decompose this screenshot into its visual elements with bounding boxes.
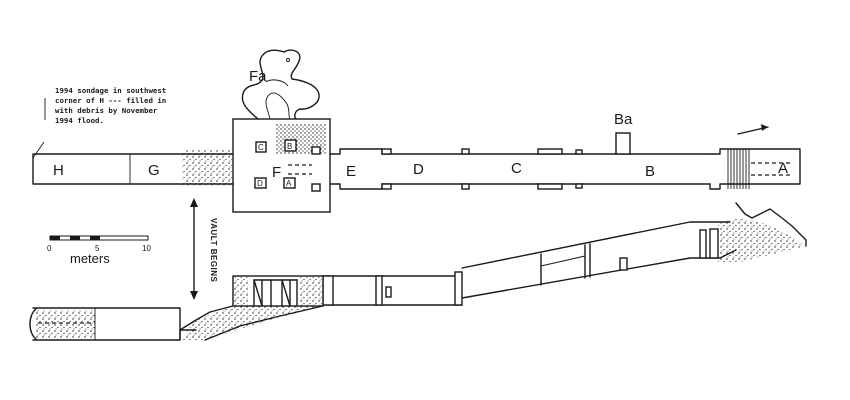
section-doorjamb-a-1 — [699, 229, 707, 259]
pillar-a — [283, 177, 296, 189]
scale-tick-5: 5 — [95, 244, 100, 253]
label-pillar-b: B — [287, 142, 292, 151]
section-niche-d — [385, 286, 392, 298]
scale-bar: 0 5 10 meters — [47, 235, 151, 266]
label-annex-ba: Ba — [614, 111, 633, 128]
section-pillars-f — [253, 279, 298, 307]
doorjamb-f-e-bottom — [311, 183, 321, 192]
scale-tick-0: 0 — [47, 244, 52, 253]
section-chamber-f-debris-2 — [300, 277, 322, 305]
label-pillar-d: D — [257, 179, 263, 188]
section-end-h — [29, 308, 37, 340]
section-corridor-a-b — [461, 221, 737, 299]
jamb-d-2b — [461, 183, 470, 190]
corridor-g-debris — [182, 150, 232, 186]
section-corridor-d-e — [322, 275, 463, 306]
plan-h-arrow — [32, 141, 45, 159]
section-doorjamb-a-2 — [709, 228, 719, 259]
label-chamber-f: F — [272, 164, 281, 181]
vault-begins-label: VAULT BEGINS — [209, 218, 218, 283]
section-jamb-d-1 — [322, 275, 334, 306]
svg-text:1994 sondage in southwest: 1994 sondage in southwest — [55, 86, 166, 95]
section-chamber-f-debris — [234, 277, 248, 305]
vault-begins-marker: VAULT BEGINS — [190, 198, 218, 300]
jamb-c-2b — [575, 183, 583, 189]
label-corridor-d: D — [413, 161, 424, 178]
corridor-d-c-b-outline — [381, 153, 711, 185]
svg-text:corner of H --- filled in: corner of H --- filled in — [55, 96, 166, 105]
jamb-d-2t — [461, 148, 470, 155]
annex-fa-inner-2 — [265, 79, 289, 87]
label-corridor-e: E — [346, 163, 356, 180]
section-annex-ba — [619, 257, 628, 271]
label-corridor-c: C — [511, 160, 522, 177]
label-pillar-c: C — [258, 143, 264, 152]
hillside-surface — [735, 202, 807, 247]
entrance-stairs — [727, 149, 750, 189]
svg-text:1994 flood.: 1994 flood. — [55, 116, 104, 125]
label-corridor-h: H — [53, 162, 64, 179]
section-lintel-b — [540, 255, 586, 267]
jamb-d-1b — [381, 183, 392, 190]
pillar-d — [254, 177, 267, 189]
pillar-b — [284, 139, 297, 152]
label-corridor-a: A — [778, 160, 788, 177]
annex-fa-outline — [241, 49, 320, 120]
section-debris-h — [36, 310, 95, 338]
entrance-arrow — [737, 124, 769, 135]
label-pillar-a: A — [286, 179, 292, 188]
label-corridor-g: G — [148, 162, 160, 179]
pillar-c — [255, 141, 267, 153]
jamb-d-1t — [381, 148, 392, 155]
scale-tick-10: 10 — [142, 244, 151, 253]
label-annex-fa: Fa — [249, 68, 267, 85]
section-jamb-d-3 — [454, 271, 463, 306]
section-view — [29, 202, 807, 341]
annex-fa-inner — [265, 92, 291, 120]
section-corridor-g-h — [32, 307, 181, 341]
svg-text:with debris by November: with debris by November — [55, 106, 158, 115]
doorjamb-f-e-top — [311, 146, 321, 155]
jamb-c-niche-t — [537, 148, 563, 155]
section-debris-f-g — [180, 306, 323, 340]
scale-unit: meters — [70, 251, 110, 266]
section-jamb-d-2 — [375, 275, 383, 306]
hillside-rubble — [718, 218, 806, 262]
annex-ba — [615, 132, 631, 155]
plan-view: H G F E D C B A Fa Ba C B D A — [32, 49, 801, 213]
annex-fa-mark — [286, 58, 290, 62]
jamb-c-niche-b — [537, 183, 563, 190]
corridor-a-outline — [709, 148, 801, 190]
sondage-note: 1994 sondage in southwest corner of H --… — [44, 86, 166, 125]
label-corridor-b: B — [645, 163, 655, 180]
jamb-c-2t — [575, 149, 583, 155]
